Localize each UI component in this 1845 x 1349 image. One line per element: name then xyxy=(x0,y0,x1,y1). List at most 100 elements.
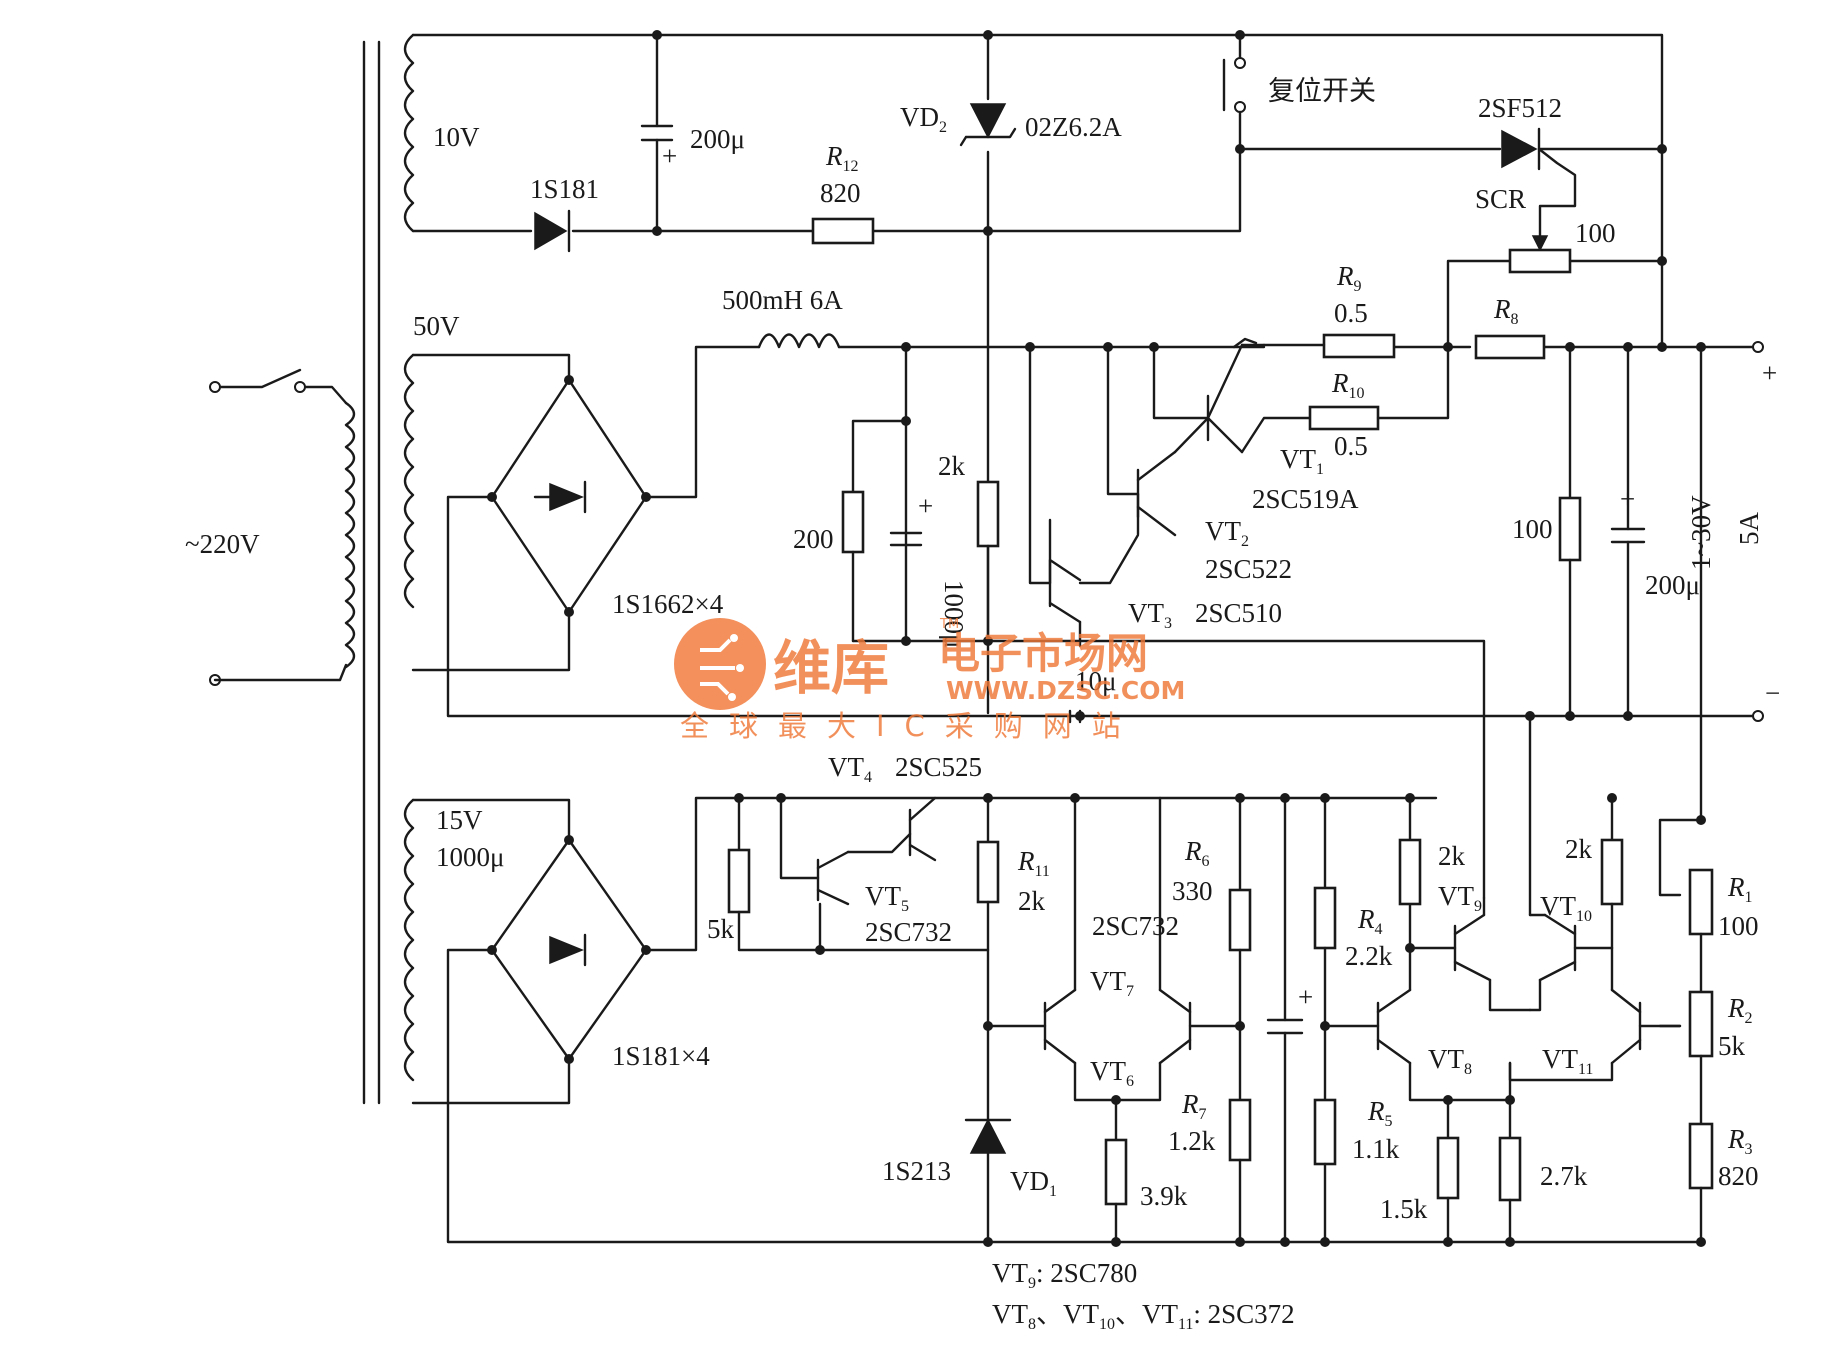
resistor-r9 xyxy=(1322,333,1396,359)
r5k-value: 5k xyxy=(707,914,735,944)
secondary-winding-15v xyxy=(403,798,415,1082)
vt6-label: VT6 xyxy=(1090,1056,1134,1090)
resistor-100-output xyxy=(1558,496,1582,562)
watermark: 维库 电子市场网 WWW.DZSC.COM TM 全球最大IC采购网站 xyxy=(674,617,1185,743)
r-out-value: 100 xyxy=(1512,514,1553,544)
cap-1000u-label: 1000μ xyxy=(939,580,969,648)
vd1-part: 1S213 xyxy=(882,1156,951,1186)
transformer xyxy=(209,33,415,1105)
vt3-label: VT3 xyxy=(1128,598,1172,632)
vt4-part: 2SC525 xyxy=(895,752,982,782)
r12-label: R12 xyxy=(825,141,859,175)
resistor-r7 xyxy=(1228,1098,1252,1162)
vt2-label: VT2 xyxy=(1205,516,1249,550)
mains-switch-contact xyxy=(294,381,306,393)
vt2-part: 2SC522 xyxy=(1205,554,1292,584)
cap-200u-label: 200μ xyxy=(690,124,745,154)
bridge-50v-label: 1S1662×4 xyxy=(612,589,724,619)
labels: ~220V 10V 50V 15V 200μ + 1S181 R12 820 V… xyxy=(185,76,1780,1333)
vt4-label: VT4 xyxy=(828,752,872,786)
output-current-label: 5A xyxy=(1734,512,1764,546)
control-supply-section xyxy=(411,714,1714,1244)
r7-label: R7 xyxy=(1181,1089,1207,1123)
cap-15v-label: 1000μ xyxy=(436,842,504,872)
r2k-vt9-value: 2k xyxy=(1438,841,1466,871)
resistor-r5 xyxy=(1313,1098,1337,1166)
potentiometer-100-scr xyxy=(1508,248,1572,274)
inductor-500mh xyxy=(757,333,841,349)
resistor-r3 xyxy=(1688,1122,1714,1190)
vd1-label: VD1 xyxy=(1010,1166,1057,1200)
inductor-label: 500mH 6A xyxy=(722,285,843,315)
cap-out-polarity: + xyxy=(1620,484,1635,514)
winding-15v-label: 15V xyxy=(436,805,483,835)
watermark-slogan: 全球最大IC采购网站 xyxy=(680,709,1141,743)
cap-10u-label: 10μ xyxy=(1075,666,1116,696)
vt3-part: 2SC510 xyxy=(1195,598,1282,628)
output-range-label: 1~30V xyxy=(1686,495,1716,570)
watermark-brand-tail: 电子市场网 xyxy=(938,629,1148,678)
resistor-r6 xyxy=(1228,888,1252,952)
r3-9k-value: 3.9k xyxy=(1140,1181,1188,1211)
r3-label: R3 xyxy=(1727,1124,1753,1158)
vt6-7-part: 2SC732 xyxy=(1092,911,1179,941)
vt10-label: VT10 xyxy=(1540,891,1592,925)
resistor-r11 xyxy=(976,840,1000,904)
cap-1000u-polarity: + xyxy=(918,491,933,521)
r10-label: R10 xyxy=(1331,368,1365,402)
resistor-r1 xyxy=(1688,868,1714,936)
r4-value: 2.2k xyxy=(1345,941,1393,971)
scr-label: SCR xyxy=(1475,184,1526,214)
vt8-label: VT8 xyxy=(1428,1044,1472,1078)
reset-switch-contact-bottom xyxy=(1234,101,1246,113)
resistor-5k xyxy=(727,848,751,914)
terminal-minus-label: − xyxy=(1765,678,1780,708)
r9-label: R9 xyxy=(1336,261,1362,295)
r6-value: 330 xyxy=(1172,876,1213,906)
note-vt8-10-11: VT8、VT10、VT11: 2SC372 xyxy=(992,1299,1295,1333)
cap-out-label: 200μ xyxy=(1645,570,1700,600)
r200-value: 200 xyxy=(793,524,834,554)
winding-10v-label: 10V xyxy=(433,122,480,152)
junction-dots xyxy=(487,30,1706,1247)
r2-value: 5k xyxy=(1718,1031,1746,1061)
r11-value: 2k xyxy=(1018,886,1046,916)
diode-1s181-label: 1S181 xyxy=(530,174,599,204)
vt1-label: VT1 xyxy=(1280,444,1324,478)
r12-value: 820 xyxy=(820,178,861,208)
output-terminal-plus xyxy=(1752,341,1764,353)
reset-supply-section xyxy=(411,33,1664,715)
r2-label: R2 xyxy=(1727,993,1753,1027)
note-vt9: VT9: 2SC780 xyxy=(992,1258,1137,1292)
resistor-r12 xyxy=(811,217,875,245)
vt1-part: 2SC519A xyxy=(1252,484,1359,514)
vt5-label: VT5 xyxy=(865,881,909,915)
resistor-3-9k xyxy=(1104,1138,1128,1206)
mains-voltage-label: ~220V xyxy=(185,529,260,559)
vt11-label: VT11 xyxy=(1542,1044,1593,1078)
zener-vd1 xyxy=(969,1118,1007,1154)
r7-value: 1.2k xyxy=(1168,1126,1216,1156)
r2k-vt10-value: 2k xyxy=(1565,834,1593,864)
r2-7k-value: 2.7k xyxy=(1540,1161,1588,1191)
resistor-2k xyxy=(976,480,1000,548)
resistor-r4 xyxy=(1313,886,1337,950)
secondary-winding-10v xyxy=(403,33,415,233)
vt7-label: VT7 xyxy=(1090,966,1134,1000)
output-terminal-minus xyxy=(1752,710,1764,722)
scr-2sf512 xyxy=(1501,129,1538,169)
r9-value: 0.5 xyxy=(1334,298,1368,328)
r8-label: R8 xyxy=(1493,294,1519,328)
r5-value: 1.1k xyxy=(1352,1134,1400,1164)
watermark-brand: 维库 xyxy=(773,634,889,702)
resistor-200 xyxy=(841,490,865,554)
terminal-plus-label: + xyxy=(1762,358,1777,388)
mains-terminal-top xyxy=(209,381,221,393)
resistor-2k-vt10 xyxy=(1600,838,1624,906)
r3-value: 820 xyxy=(1718,1161,1759,1191)
scr-pot-value: 100 xyxy=(1575,218,1616,248)
r5-label: R5 xyxy=(1367,1096,1393,1130)
resistor-r10 xyxy=(1308,405,1380,431)
